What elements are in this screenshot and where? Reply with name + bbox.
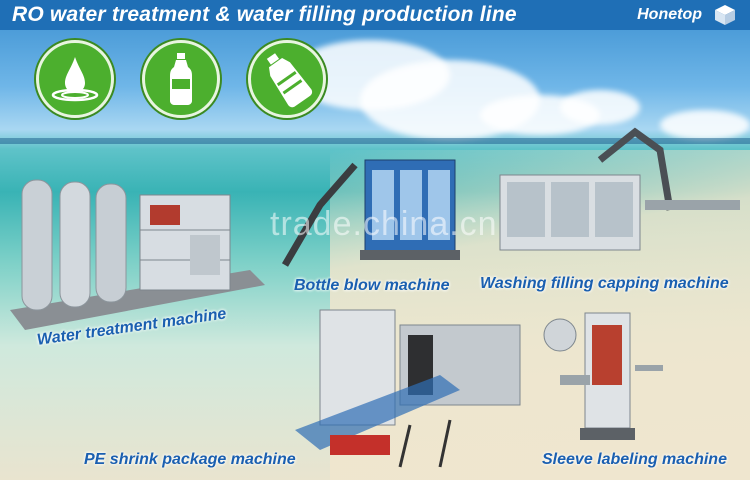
brand-logo-icon: [715, 5, 735, 25]
pe-shrink-package-machine-image: [295, 309, 521, 468]
water-jug-icon: [248, 40, 326, 118]
sleeve-labeling-machine-image: [543, 312, 663, 440]
header-bar: RO water treatment & water filling produ…: [0, 0, 750, 30]
cloud: [660, 110, 750, 140]
horizon: [0, 138, 750, 144]
label-washing-filling-capping-machine: Washing filling capping machine: [480, 275, 729, 292]
washing-filling-capping-machine-image: [499, 127, 740, 251]
label-bottle-blow-machine: Bottle blow machine: [294, 277, 450, 294]
bottle-icon: [142, 40, 220, 118]
label-sleeve-labeling-machine: Sleeve labeling machine: [542, 451, 727, 468]
bottle-blow-machine-image: [281, 159, 460, 267]
brand-name: Honetop: [637, 6, 702, 23]
label-pe-shrink-package-machine: PE shrink package machine: [84, 451, 296, 468]
page-title: RO water treatment & water filling produ…: [12, 3, 517, 26]
water-drop-icon: [36, 40, 114, 118]
water-treatment-machine-image: [10, 179, 265, 330]
cloud: [560, 90, 640, 125]
watermark: trade.china.cn: [270, 205, 498, 243]
